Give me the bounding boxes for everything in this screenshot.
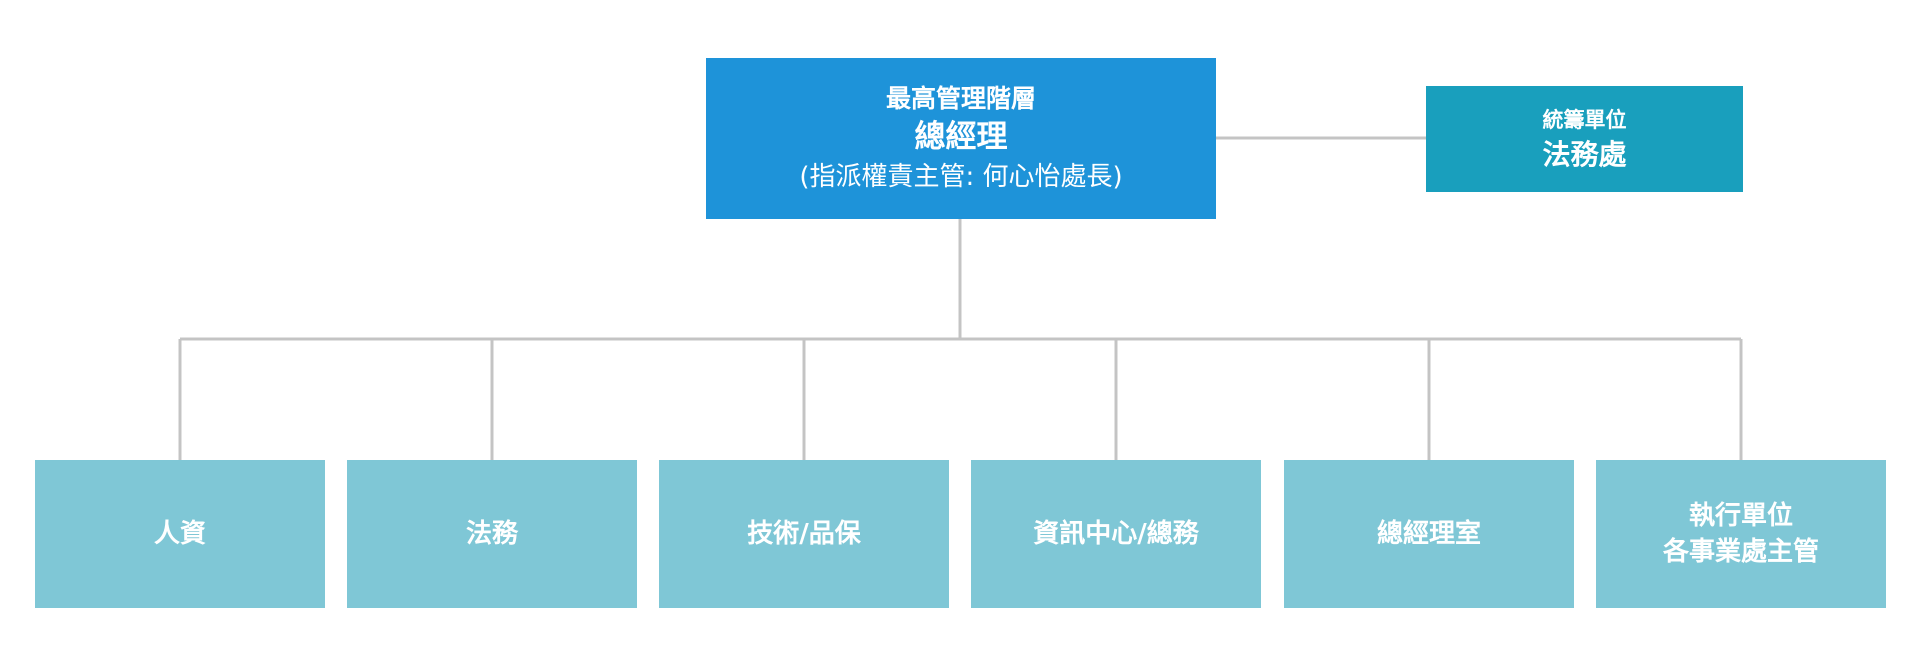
general-manager-title: 總經理 — [914, 118, 1008, 155]
coordinating-unit-heading: 統籌單位 — [1542, 108, 1627, 132]
unit-label: 法務 — [465, 519, 518, 549]
legal-department-title: 法務處 — [1542, 138, 1627, 171]
designated-supervisor-note: (指派權責主管: 何心怡處長) — [799, 161, 1123, 192]
unit-box-hr: 人資 — [35, 460, 325, 608]
unit-label: 總經理室 — [1376, 519, 1481, 549]
top-management-heading: 最高管理階層 — [885, 83, 1036, 113]
unit-label: 資訊中心/總務 — [1033, 519, 1199, 549]
top-management-box: 最高管理階層 總經理 (指派權責主管: 何心怡處長) — [706, 58, 1216, 219]
unit-box-it-general-affairs: 資訊中心/總務 — [971, 460, 1261, 608]
unit-label: 執行單位 — [1688, 501, 1793, 531]
unit-label: 技術/品保 — [747, 519, 861, 549]
unit-sublabel: 各事業處主管 — [1662, 537, 1819, 567]
unit-label: 人資 — [153, 519, 206, 549]
unit-box-executive-units: 執行單位 各事業處主管 — [1596, 460, 1886, 608]
coordinating-unit-box: 統籌單位 法務處 — [1426, 86, 1743, 192]
unit-box-tech-qa: 技術/品保 — [659, 460, 949, 608]
unit-box-legal: 法務 — [347, 460, 637, 608]
unit-box-gm-office: 總經理室 — [1284, 460, 1574, 608]
